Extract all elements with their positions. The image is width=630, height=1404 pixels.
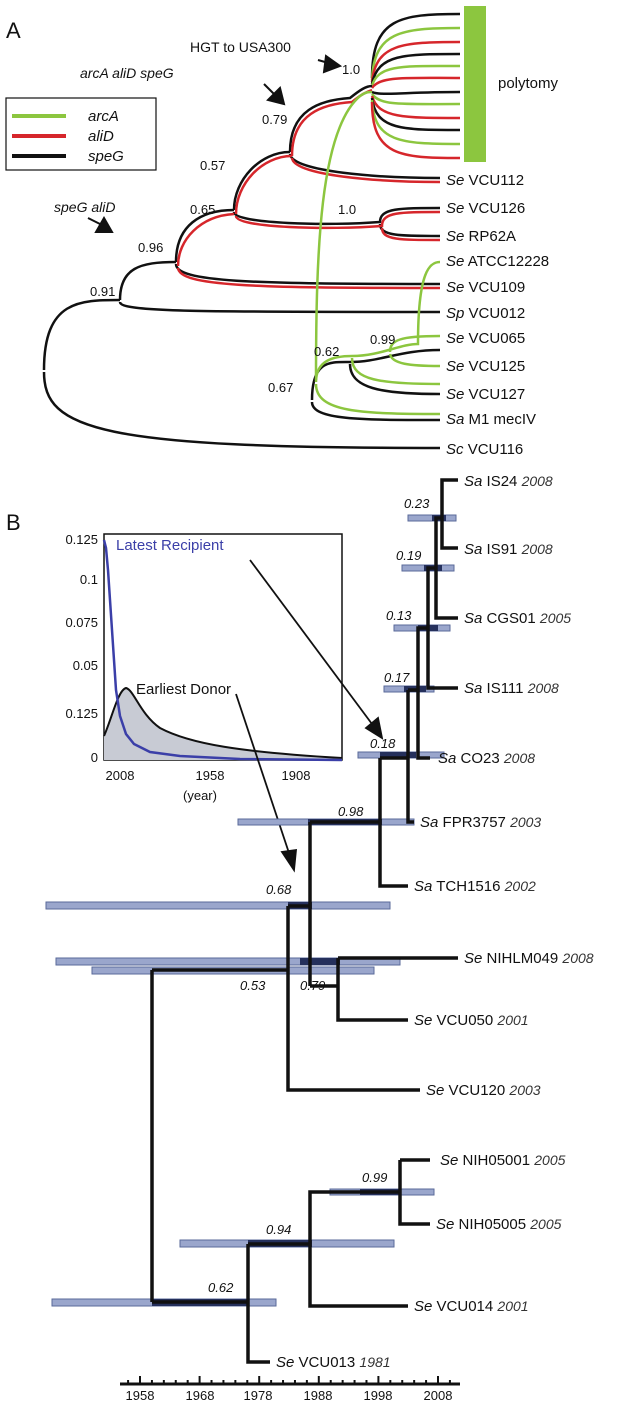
leaf-label: Se VCU014 2001 — [414, 1298, 529, 1315]
leaf-label: Sa CGS01 2005 — [464, 610, 571, 627]
tree-a-alid — [176, 88, 441, 290]
gene-legend: arcA aliD speG — [5, 97, 157, 171]
inset-x-label: (year) — [183, 788, 217, 803]
legend-alid-label: aliD — [88, 128, 114, 145]
time-axis: 1958 1968 1978 1988 1998 2008 — [120, 1376, 460, 1403]
inset-x-tick: 2008 — [106, 768, 135, 783]
inset-y-tick: 0.05 — [73, 658, 98, 673]
inset-x-tick: 1908 — [282, 768, 311, 783]
support-value: 0.94 — [266, 1222, 291, 1237]
inset-y-tick: 0 — [91, 750, 98, 765]
axis-tick-label: 1988 — [304, 1388, 333, 1403]
support-value: 0.79 — [262, 112, 287, 127]
annotation-arrows-a — [87, 54, 343, 233]
inset-y-ticks: 0.125 0.1 0.075 0.05 0.125 0 — [65, 532, 98, 765]
leaf-label: Se VCU013 1981 — [276, 1354, 391, 1371]
leaf-label: Se VCU125 — [446, 358, 525, 375]
leaf-labels-b: Sa IS24 2008 Sa IS91 2008 Sa CGS01 2005 … — [276, 473, 594, 1371]
legend-arca-label: arcA — [88, 108, 119, 125]
leaf-label: Se NIH05005 2005 — [436, 1216, 562, 1233]
support-value: 0.18 — [370, 736, 396, 751]
support-value: 0.99 — [370, 332, 395, 347]
leaf-label: Se VCU109 — [446, 279, 525, 296]
support-value: 0.96 — [138, 240, 163, 255]
leaf-label: Sa FPR3757 2003 — [420, 814, 541, 831]
leaf-label: Se VCU120 2003 — [426, 1082, 541, 1099]
polytomy-bar — [464, 6, 486, 162]
support-value: 0.19 — [396, 548, 421, 563]
support-value: 0.62 — [314, 344, 339, 359]
support-value: 0.17 — [384, 670, 410, 685]
leaf-label: Sa CO23 2008 — [438, 750, 535, 767]
earliest-donor-area — [104, 688, 342, 760]
leaf-label: Sc VCU116 — [446, 441, 523, 458]
support-value: 0.79 — [300, 978, 325, 993]
inset-x-ticks: 2008 1958 1908 (year) — [106, 768, 311, 803]
leaf-label: Se VCU127 — [446, 386, 525, 403]
latest-recipient-line — [102, 539, 343, 762]
support-values-a: 1.0 0.79 0.57 0.65 1.0 0.96 0.91 0.99 0.… — [90, 62, 395, 395]
polytomy-label: polytomy — [498, 75, 559, 92]
inset-y-tick: 0.1 — [80, 572, 98, 587]
leaf-label: Se VCU050 2001 — [414, 1012, 529, 1029]
arca-alid-speg-annotation: arcA aliD speG — [80, 65, 174, 81]
leaf-label: Se NIH05001 2005 — [440, 1152, 566, 1169]
legend-speg-label: speG — [88, 148, 124, 165]
support-values-b: 0.23 0.19 0.13 0.17 0.18 0.98 0.68 0.53 … — [208, 496, 430, 1295]
inset-x-tick: 1958 — [196, 768, 225, 783]
leaf-label: Sa M1 mecIV — [446, 411, 536, 428]
leaf-label: Se ATCC12228 — [446, 253, 549, 270]
support-value: 0.99 — [362, 1170, 387, 1185]
support-value: 0.13 — [386, 608, 412, 623]
axis-tick-label: 1958 — [126, 1388, 155, 1403]
latest-recipient-label: Latest Recipient — [116, 537, 224, 554]
axis-tick-label: 2008 — [424, 1388, 453, 1403]
support-value: 0.23 — [404, 496, 430, 511]
leaf-labels-a: Se VCU112 Se VCU126 Se RP62A Se ATCC1222… — [446, 172, 549, 458]
leaf-label: Sa IS111 2008 — [464, 680, 559, 697]
panel-b-label: B — [6, 510, 21, 535]
earliest-donor-label: Earliest Donor — [136, 681, 231, 698]
support-value: 1.0 — [338, 202, 356, 217]
inset-y-tick: 0.125 — [65, 706, 98, 721]
inset-y-tick: 0.125 — [65, 532, 98, 547]
axis-tick-label: 1998 — [364, 1388, 393, 1403]
inset-arrows — [235, 559, 384, 873]
support-value: 0.67 — [268, 380, 293, 395]
support-value: 0.62 — [208, 1280, 234, 1295]
axis-tick-label: 1978 — [244, 1388, 273, 1403]
leaf-label: Sa IS91 2008 — [464, 541, 553, 558]
leaf-label: Se RP62A — [446, 228, 516, 245]
leaf-label: Se VCU126 — [446, 200, 525, 217]
support-value: 1.0 — [342, 62, 360, 77]
axis-tick-labels: 1958 1968 1978 1988 1998 2008 — [126, 1388, 453, 1403]
leaf-label: Sa TCH1516 2002 — [414, 878, 536, 895]
speg-alid-annotation: speG aliD — [54, 199, 115, 215]
polytomy-branches — [370, 12, 461, 160]
leaf-label: Sp VCU012 — [446, 305, 525, 322]
inset-y-tick: 0.075 — [65, 615, 98, 630]
panel-a-label: A — [6, 18, 21, 43]
axis-tick-label: 1968 — [186, 1388, 215, 1403]
support-value: 0.65 — [190, 202, 215, 217]
tree-b-branches — [150, 478, 458, 1364]
hgt-annotation: HGT to USA300 — [190, 39, 291, 55]
leaf-label: Se VCU112 — [446, 172, 524, 189]
support-value: 0.57 — [200, 158, 225, 173]
inset-plot: Latest Recipient Earliest Donor 0.125 0.… — [65, 532, 343, 803]
support-value: 0.98 — [338, 804, 364, 819]
support-value: 0.91 — [90, 284, 115, 299]
support-value: 0.68 — [266, 882, 292, 897]
tree-a-arca — [314, 90, 441, 416]
leaf-label: Sa IS24 2008 — [464, 473, 553, 490]
leaf-label: Se NIHLM049 2008 — [464, 950, 594, 967]
leaf-label: Se VCU065 — [446, 330, 525, 347]
support-value: 0.53 — [240, 978, 266, 993]
